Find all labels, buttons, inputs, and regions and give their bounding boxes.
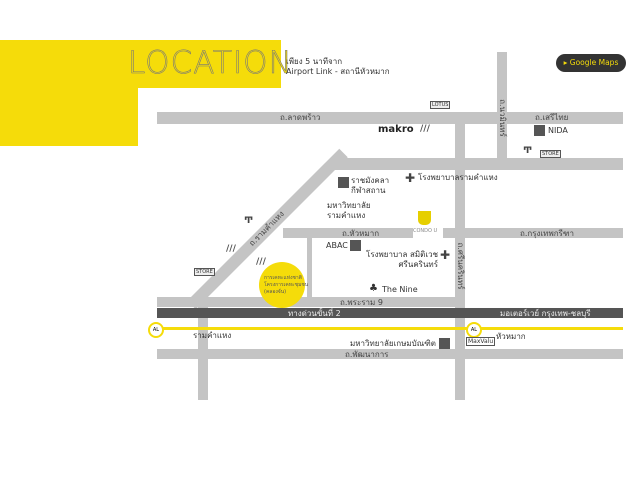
- condo-u-logo: [418, 211, 431, 225]
- label-ladprao: ถ.ลาดพร้าว: [280, 113, 321, 122]
- label-nawamin: ถ.นวมินทร์: [498, 99, 507, 137]
- label-srinakarin: ถ.ศรีนครินทร์: [456, 242, 465, 290]
- ru-label-1: มหาวิทยาลัย: [327, 201, 371, 210]
- google-maps-label: Google Maps: [569, 58, 619, 67]
- kasem-bundit-marker: [439, 338, 450, 349]
- road-krungthepkreetha: [443, 228, 623, 238]
- al-badge-ramkhamhaeng: AL: [148, 322, 164, 338]
- abac-marker: [350, 240, 361, 251]
- condo-u-label: CONDO U: [413, 228, 438, 234]
- samitivej-label-1: โรงพยาบาล สมิติเวช: [366, 250, 438, 259]
- road-pattanakarn: [157, 349, 623, 359]
- label-rama9: ถ.พระราม 9: [340, 298, 383, 307]
- road-huamak: [283, 228, 413, 238]
- label-motorway: มอเตอร์เวย์ กรุงเทพ-ชลบุรี: [500, 309, 591, 318]
- telecom-logo-1: Ͳ: [523, 146, 533, 156]
- ram-hospital-label: โรงพยาบาลรามคำแหง: [418, 173, 498, 182]
- google-maps-button[interactable]: ▸ Google Maps: [556, 54, 626, 72]
- tesco-lotus-logo: LOTUS: [430, 101, 451, 109]
- project-label-2: โครงการเคหะชุมชน: [264, 282, 309, 288]
- road-srinakarin: [455, 164, 465, 400]
- header-block: [0, 40, 281, 88]
- label-ramkhamhaeng: ถ.รามคำแหง: [247, 209, 286, 248]
- ramkhamhaeng-station-label: รามคำแหง: [193, 331, 232, 340]
- store-logo-1: STORE: [540, 150, 561, 158]
- airport-link-line: [157, 327, 623, 330]
- road-connector: [455, 124, 465, 164]
- the-nine-label: The Nine: [382, 285, 418, 294]
- expressway: [157, 308, 623, 318]
- hospital-cross-icon: ✚: [405, 171, 416, 185]
- homepro-logo-2: ///: [226, 244, 236, 254]
- telecom-logo-2: Ͳ: [244, 216, 254, 226]
- play-icon: ▸: [563, 58, 568, 67]
- road-upper: [335, 158, 623, 170]
- label-pattanakarn: ถ.พัฒนาการ: [345, 350, 389, 359]
- rajamangala-label-1: ราชมังคลา: [351, 176, 390, 185]
- header-block-lower: [0, 88, 138, 146]
- abac-label: ABAC: [326, 241, 348, 250]
- subtitle-line2: Airport Link - สถานีหัวหมาก: [286, 67, 390, 76]
- hospital-cross-icon-2: ✚: [440, 248, 451, 262]
- label-expressway: ทางด่วนขั้นที่ 2: [288, 309, 341, 318]
- label-krungthepkreetha: ถ.กรุงเทพกรีฑา: [520, 229, 574, 238]
- huamak-station-label: หัวหมาก: [496, 332, 526, 341]
- homepro-logo-3: ///: [256, 257, 266, 267]
- homepro-logo-1: ///: [420, 124, 430, 134]
- kasem-bundit-label: มหาวิทยาลัยเกษมบัณฑิต: [349, 338, 436, 348]
- makro-logo: makro: [378, 124, 414, 135]
- rajamangala-marker: [338, 177, 349, 188]
- rajamangala-label-2: กีฬาสถาน: [351, 186, 386, 195]
- page-title: LOCATION: [128, 45, 293, 82]
- al-badge-huamak: AL: [466, 322, 482, 338]
- kasem-bundit-group: มหาวิทยาลัยเกษมบัณฑิต: [350, 338, 450, 349]
- samitivej-label-2: ศรีนครินทร์: [398, 260, 438, 269]
- road-rama9: [157, 297, 465, 307]
- ru-label-2: รามคำแหง: [327, 211, 366, 220]
- project-marker: การเคหะแห่งชาติ โครงการเคหะชุมชน (คลองจั…: [259, 262, 309, 308]
- project-label-3: (คลองจั่น): [264, 289, 287, 295]
- the-nine-logo: ♣: [369, 283, 378, 294]
- road-small: [307, 238, 312, 298]
- road-nawamin: [497, 52, 507, 158]
- nida-marker: [534, 125, 545, 136]
- label-serithai: ถ.เสรีไทย: [535, 113, 569, 122]
- label-huamak: ถ.หัวหมาก: [342, 229, 380, 238]
- store-logo-2: STORE: [194, 268, 215, 276]
- subtitle-line1: เพียง 5 นาทีจาก: [286, 57, 343, 66]
- project-label-1: การเคหะแห่งชาติ: [264, 275, 302, 281]
- maxvalu-logo: MaxValu: [466, 337, 496, 346]
- nida-label: NIDA: [548, 126, 568, 135]
